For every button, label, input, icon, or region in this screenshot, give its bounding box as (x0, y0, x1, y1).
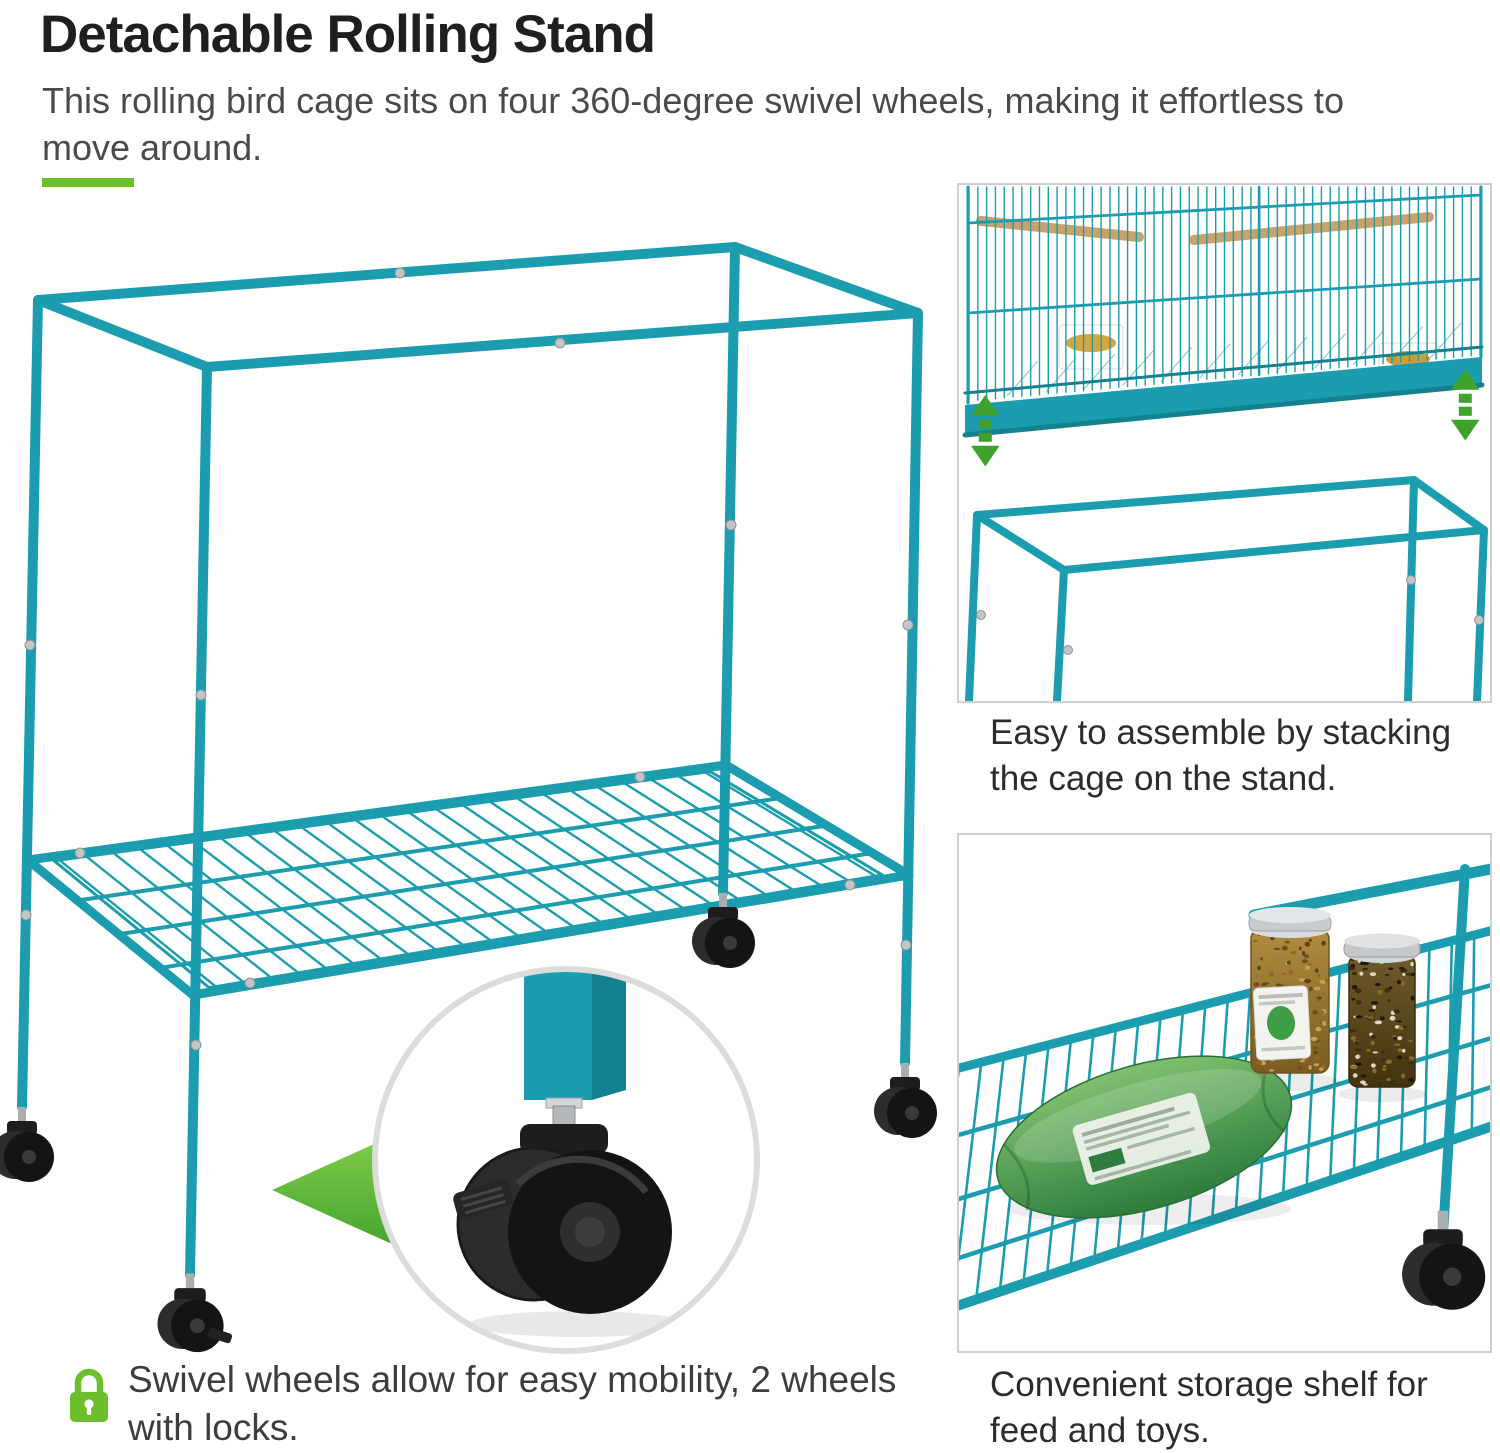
swivel-caster-wheel (378, 972, 754, 1348)
caster-wheel (1402, 1211, 1485, 1310)
wheel-feature-text: Swivel wheels allow for easy mobility, 2… (128, 1356, 948, 1452)
feed-jar (1249, 907, 1331, 1073)
panel-cage-stacking (957, 183, 1492, 703)
storage-shelf-image (959, 835, 1490, 1351)
seed-jar (1344, 934, 1420, 1088)
page-title: Detachable Rolling Stand (40, 4, 655, 65)
cage-stacking-image (959, 185, 1490, 701)
bird-cage (965, 187, 1482, 435)
panel-caption: Easy to assemble by stacking the cage on… (990, 710, 1494, 801)
lock-icon (64, 1366, 114, 1426)
feeder-cup (1059, 325, 1123, 369)
screws (21, 268, 913, 1050)
panel-storage-shelf (957, 833, 1492, 1353)
stand-top-frame (969, 480, 1484, 701)
panel-caption: Convenient storage shelf for feed and to… (990, 1362, 1494, 1453)
accent-bar (42, 178, 134, 187)
page-subtitle: This rolling bird cage sits on four 360-… (42, 78, 1402, 172)
caster-wheel-closeup (372, 966, 760, 1354)
